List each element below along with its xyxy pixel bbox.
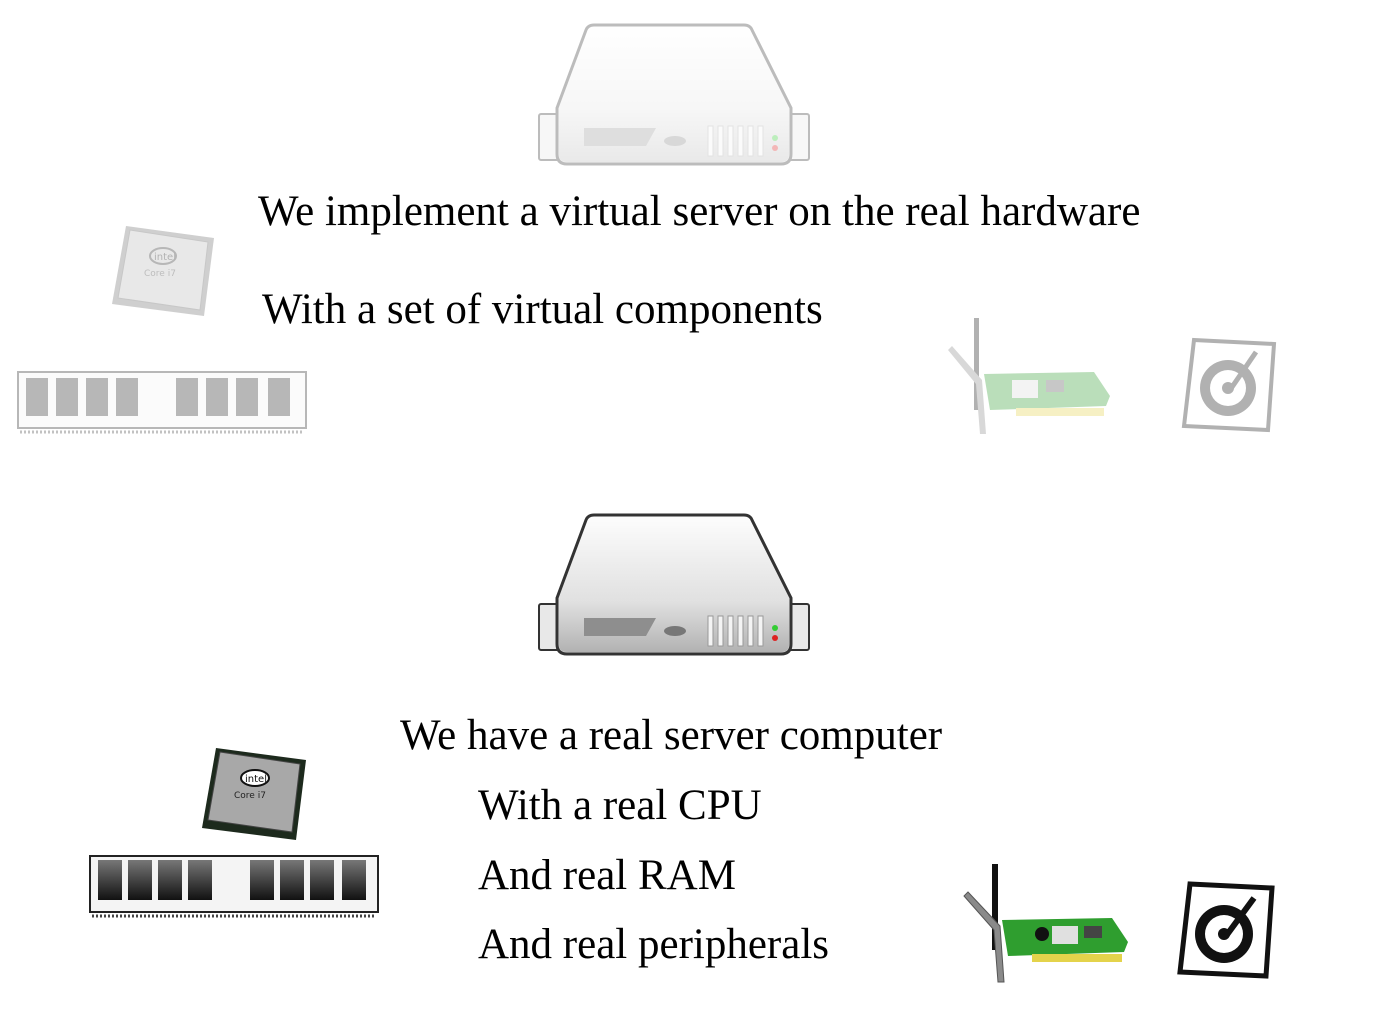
real-text-4: And real peripherals: [478, 921, 830, 968]
virtual-hard-disk-icon: [1180, 336, 1280, 434]
virtual-network-card-icon: [946, 316, 1114, 434]
svg-text:Core i7: Core i7: [144, 269, 176, 279]
virtual-ram-icon: [16, 370, 310, 438]
virtual-text-1: We implement a virtual server on the rea…: [258, 188, 1141, 235]
real-server-icon: [536, 512, 812, 662]
svg-text:intel: intel: [154, 252, 176, 263]
virtual-cpu-icon: intel Core i7: [108, 220, 218, 322]
virtual-server-icon: [536, 22, 812, 172]
real-hard-disk-icon: [1176, 880, 1282, 980]
real-text-3: And real RAM: [478, 852, 736, 899]
cpu-model: Core i7: [234, 791, 266, 801]
real-cpu-icon: intel Core i7: [198, 742, 310, 844]
real-ram-icon: [88, 854, 382, 922]
virtual-text-2: With a set of virtual components: [262, 286, 823, 333]
real-text-1: We have a real server computer: [400, 712, 943, 759]
cpu-brand: intel: [245, 774, 267, 785]
real-network-card-icon: [962, 862, 1130, 984]
real-text-2: With a real CPU: [478, 782, 762, 829]
